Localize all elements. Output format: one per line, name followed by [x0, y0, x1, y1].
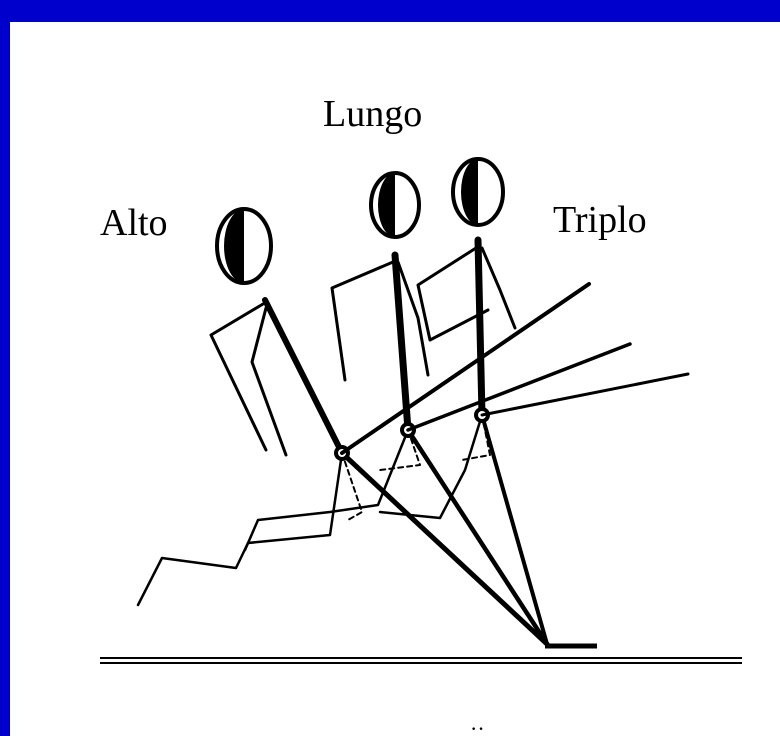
- ground-line: [100, 657, 742, 664]
- head-alto: [215, 207, 273, 285]
- jumper-alto: [136, 207, 591, 647]
- label-lungo: Lungo: [323, 93, 422, 135]
- dots-mark: ··: [470, 716, 485, 736]
- label-alto: Alto: [100, 202, 168, 244]
- label-triplo: Triplo: [553, 199, 647, 241]
- head-triplo: [451, 157, 505, 227]
- jumper-triplo: [378, 157, 690, 646]
- head-lungo: [369, 171, 421, 239]
- diagram-panel: Alto Lungo Triplo ··: [10, 22, 780, 736]
- takeoff-angle-diagram: Alto Lungo Triplo ··: [100, 93, 742, 736]
- jumper-lungo: [243, 171, 632, 647]
